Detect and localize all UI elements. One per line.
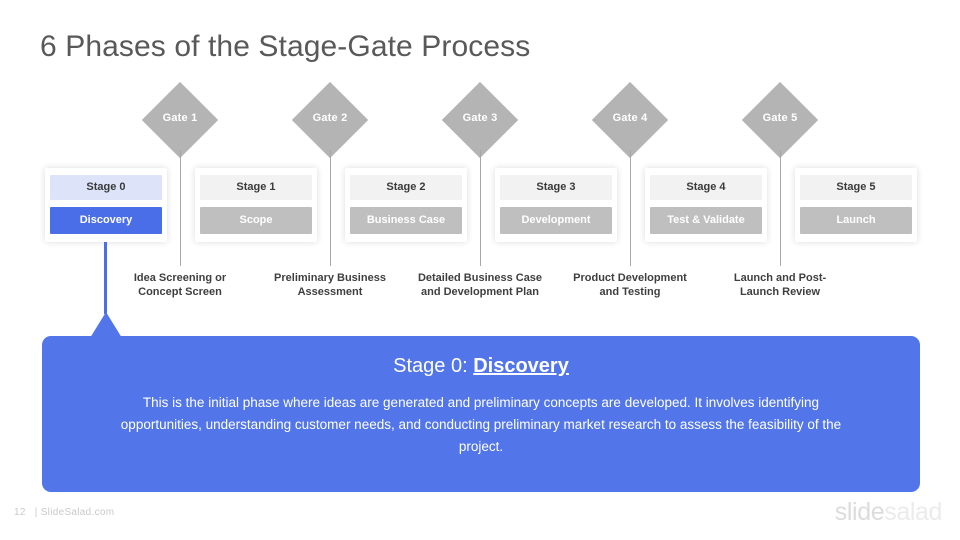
page-title: 6 Phases of the Stage-Gate Process <box>40 30 531 63</box>
stage-name: Launch <box>800 207 912 234</box>
gate-label: Gate 4 <box>612 112 648 124</box>
gate-5[interactable]: Gate 5 <box>741 81 819 159</box>
gate-connector-line-1 <box>180 150 181 266</box>
gate-3[interactable]: Gate 3 <box>441 81 519 159</box>
caption-5: Launch and Post- Launch Review <box>695 271 865 299</box>
stage-number: Stage 5 <box>800 175 912 200</box>
gate-label: Gate 1 <box>162 112 198 124</box>
caption-line-2: Concept Screen <box>138 286 222 298</box>
stage-name: Development <box>500 207 612 234</box>
description-panel: Stage 0: Discovery This is the initial p… <box>42 336 920 492</box>
logo-part-2: salad <box>884 498 942 526</box>
description-title-emphasis: Discovery <box>473 355 569 377</box>
gate-label: Gate 5 <box>762 112 798 124</box>
stage-number: Stage 0 <box>50 175 162 200</box>
caption-line-2: Assessment <box>297 286 363 298</box>
stage-card-1[interactable]: Stage 1 Scope <box>195 168 317 242</box>
footer-left: 12 | SlideSalad.com <box>14 507 114 518</box>
stage-number: Stage 3 <box>500 175 612 200</box>
caption-2: Preliminary Business Assessment <box>245 271 415 299</box>
caption-line-2: and Development Plan <box>421 286 539 298</box>
caption-line-1: Detailed Business Case <box>417 272 543 284</box>
stage-number: Stage 4 <box>650 175 762 200</box>
stage-card-4[interactable]: Stage 4 Test & Validate <box>645 168 767 242</box>
description-title: Stage 0: Discovery <box>42 355 920 378</box>
gate-1[interactable]: Gate 1 <box>141 81 219 159</box>
gate-connector-line-3 <box>480 150 481 266</box>
stage-number: Stage 1 <box>200 175 312 200</box>
gate-connector-line-2 <box>330 150 331 266</box>
caption-line-2: Launch Review <box>739 286 821 298</box>
caption-1: Idea Screening or Concept Screen <box>95 271 265 299</box>
active-stage-connector <box>104 242 107 314</box>
stage-name: Test & Validate <box>650 207 762 234</box>
gate-4[interactable]: Gate 4 <box>591 81 669 159</box>
caption-line-1: Launch and Post- <box>733 272 827 284</box>
stage-card-0[interactable]: Stage 0 Discovery <box>45 168 167 242</box>
caption-4: Product Development and Testing <box>545 271 715 299</box>
logo-part-1: slide <box>834 498 885 526</box>
caption-line-1: Idea Screening or <box>133 272 227 284</box>
stage-name: Discovery <box>50 207 162 234</box>
caption-3: Detailed Business Case and Development P… <box>395 271 565 299</box>
caption-line-1: Preliminary Business <box>274 272 386 284</box>
footer-site: | SlideSalad.com <box>34 507 115 518</box>
slidesalad-logo: slidesalad <box>834 498 943 527</box>
page-number: 12 <box>14 507 26 518</box>
description-title-prefix: Stage 0: <box>393 355 474 377</box>
gate-label: Gate 2 <box>312 112 348 124</box>
stage-number: Stage 2 <box>350 175 462 200</box>
stage-card-2[interactable]: Stage 2 Business Case <box>345 168 467 242</box>
gate-label: Gate 3 <box>462 112 498 124</box>
gate-connector-line-5 <box>780 150 781 266</box>
caption-line-2: and Testing <box>599 286 661 298</box>
stage-name: Scope <box>200 207 312 234</box>
stage-card-5[interactable]: Stage 5 Launch <box>795 168 917 242</box>
active-stage-pointer <box>90 312 122 338</box>
gate-2[interactable]: Gate 2 <box>291 81 369 159</box>
gate-connector-line-4 <box>630 150 631 266</box>
description-body: This is the initial phase where ideas ar… <box>120 395 842 454</box>
caption-line-1: Product Development <box>573 272 687 284</box>
stage-card-3[interactable]: Stage 3 Development <box>495 168 617 242</box>
stage-name: Business Case <box>350 207 462 234</box>
